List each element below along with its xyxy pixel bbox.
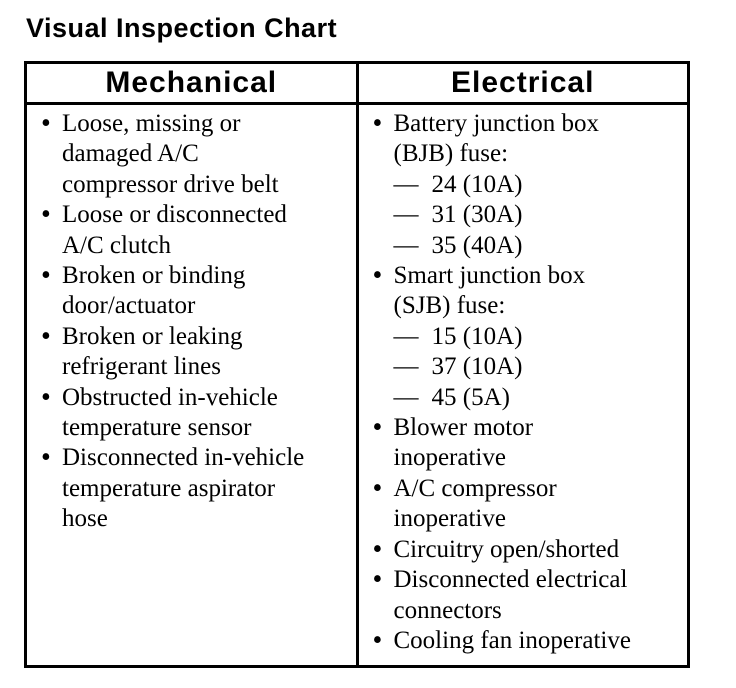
checklist-item: • Loose or disconnected A/C clutch	[39, 200, 352, 261]
bullet-icon: •	[372, 412, 383, 444]
bullet-icon: •	[372, 108, 383, 139]
checklist-item: • Disconnected electrical connectors	[371, 564, 684, 626]
fuse-label: 24 (10A)	[431, 170, 523, 198]
fuse-label: 35 (40A)	[431, 231, 523, 259]
fuse-subitem: — 15 (10A)	[394, 322, 684, 352]
table-header-row: Mechanical Electrical	[24, 61, 690, 105]
bullet-icon: •	[41, 320, 51, 352]
checklist-item: • Broken or binding door/actuator	[39, 260, 352, 322]
item-text: Blower motor inoperative	[393, 414, 534, 472]
fuse-label: 31 (30A)	[431, 201, 523, 229]
item-text: Obstructed in-vehicle temperature sensor	[62, 383, 278, 442]
item-text: Loose or disconnected A/C clutch	[62, 201, 287, 259]
item-text: Disconnected electrical connectors	[393, 566, 628, 624]
checklist-item: • Broken or leaking refrigerant lines	[39, 320, 352, 383]
dash-icon: —	[393, 383, 419, 411]
fuse-subitem: — 37 (10A)	[394, 352, 684, 382]
checklist-item: • Disconnected in-vehicle temperature asp…	[39, 443, 352, 534]
fuse-label: 15 (10A)	[431, 322, 523, 350]
checklist-item: • Loose, missing or damaged A/C compresso…	[39, 108, 352, 200]
fuse-subitem: — 24 (10A)	[394, 170, 684, 200]
checklist-item: • A/C compressor inoperative	[371, 472, 684, 535]
bullet-icon: •	[372, 564, 383, 596]
item-content: A/C compressor inoperative	[394, 474, 684, 535]
column-header-electrical: Electrical	[355, 61, 690, 105]
item-content: Loose, missing or damaged A/C compressor…	[62, 109, 352, 200]
checklist-item: • Cooling fan inoperative	[371, 624, 684, 656]
fuse-subitem: — 35 (40A)	[394, 231, 684, 261]
bullet-icon: •	[41, 260, 51, 292]
item-text: Loose, missing or damaged A/C compressor…	[62, 110, 279, 198]
bullet-icon: •	[372, 624, 383, 656]
checklist-item: • Blower motor inoperative	[371, 412, 684, 474]
item-text: Broken or binding door/actuator	[62, 262, 246, 320]
item-content: Loose or disconnected A/C clutch	[62, 200, 352, 261]
item-content: Cooling fan inoperative	[394, 626, 684, 656]
bullet-icon: •	[372, 533, 383, 565]
page-title: Visual Inspection Chart	[26, 13, 338, 43]
bullet-icon: •	[372, 260, 383, 292]
bullet-icon: •	[372, 472, 383, 504]
item-text: Circuitry open/shorted	[393, 535, 620, 563]
item-content: Obstructed in-vehicle temperature sensor	[62, 383, 352, 444]
visual-inspection-table: Mechanical Electrical • Loose, missing or…	[24, 61, 690, 668]
item-content: Disconnected electrical connectors	[394, 565, 684, 626]
checklist-item: •Smart junction box (SJB) fuse:—15 (10A)…	[371, 260, 684, 413]
electrical-checklist: •Battery junction box (BJB) fuse:—24 (10…	[359, 105, 688, 656]
mechanical-cell: • Loose, missing or damaged A/C compresso…	[24, 102, 359, 668]
checklist-item: • Circuitry open/shorted	[371, 533, 684, 565]
dash-icon: —	[393, 201, 419, 229]
item-text: Broken or leaking refrigerant lines	[62, 322, 243, 381]
fuse-label: 37 (10A)	[431, 353, 523, 381]
item-text: A/C compressor inoperative	[393, 474, 557, 533]
item-content: Battery junction box (BJB) fuse:—24 (10A…	[394, 109, 684, 261]
electrical-cell: •Battery junction box (BJB) fuse:—24 (10…	[355, 102, 690, 668]
bullet-icon: •	[41, 108, 51, 139]
item-text: Cooling fan inoperative	[393, 626, 631, 654]
checklist-item: • Obstructed in-vehicle temperature senso…	[39, 381, 352, 444]
item-content: Circuitry open/shorted	[394, 535, 684, 565]
checklist-item: •Battery junction box (BJB) fuse:—24 (10…	[371, 108, 684, 261]
dash-icon: —	[393, 231, 419, 259]
column-header-mechanical: Mechanical	[24, 61, 359, 105]
bullet-icon: •	[41, 199, 51, 231]
item-content: Broken or leaking refrigerant lines	[62, 322, 352, 383]
fuse-subitem: — 31 (30A)	[394, 200, 684, 230]
item-content: Disconnected in-vehicle temperature aspi…	[62, 443, 352, 534]
fuse-subitem: — 45 (5A)	[394, 383, 684, 413]
bullet-icon: •	[41, 381, 51, 413]
item-content: Blower motor inoperative	[394, 413, 684, 474]
mechanical-checklist: • Loose, missing or damaged A/C compresso…	[27, 105, 356, 535]
item-content: Smart junction box (SJB) fuse:—15 (10A)—…	[394, 261, 684, 413]
fuse-label: 45 (5A)	[431, 383, 510, 411]
item-text: Disconnected in-vehicle temperature aspi…	[62, 444, 305, 533]
dash-icon: —	[393, 322, 419, 350]
item-text: Smart junction box (SJB) fuse:	[393, 262, 586, 320]
item-text: Battery junction box (BJB) fuse:	[393, 110, 600, 168]
item-content: Broken or binding door/actuator	[62, 261, 352, 322]
bullet-icon: •	[41, 442, 51, 474]
dash-icon: —	[393, 170, 419, 198]
dash-icon: —	[393, 353, 419, 381]
